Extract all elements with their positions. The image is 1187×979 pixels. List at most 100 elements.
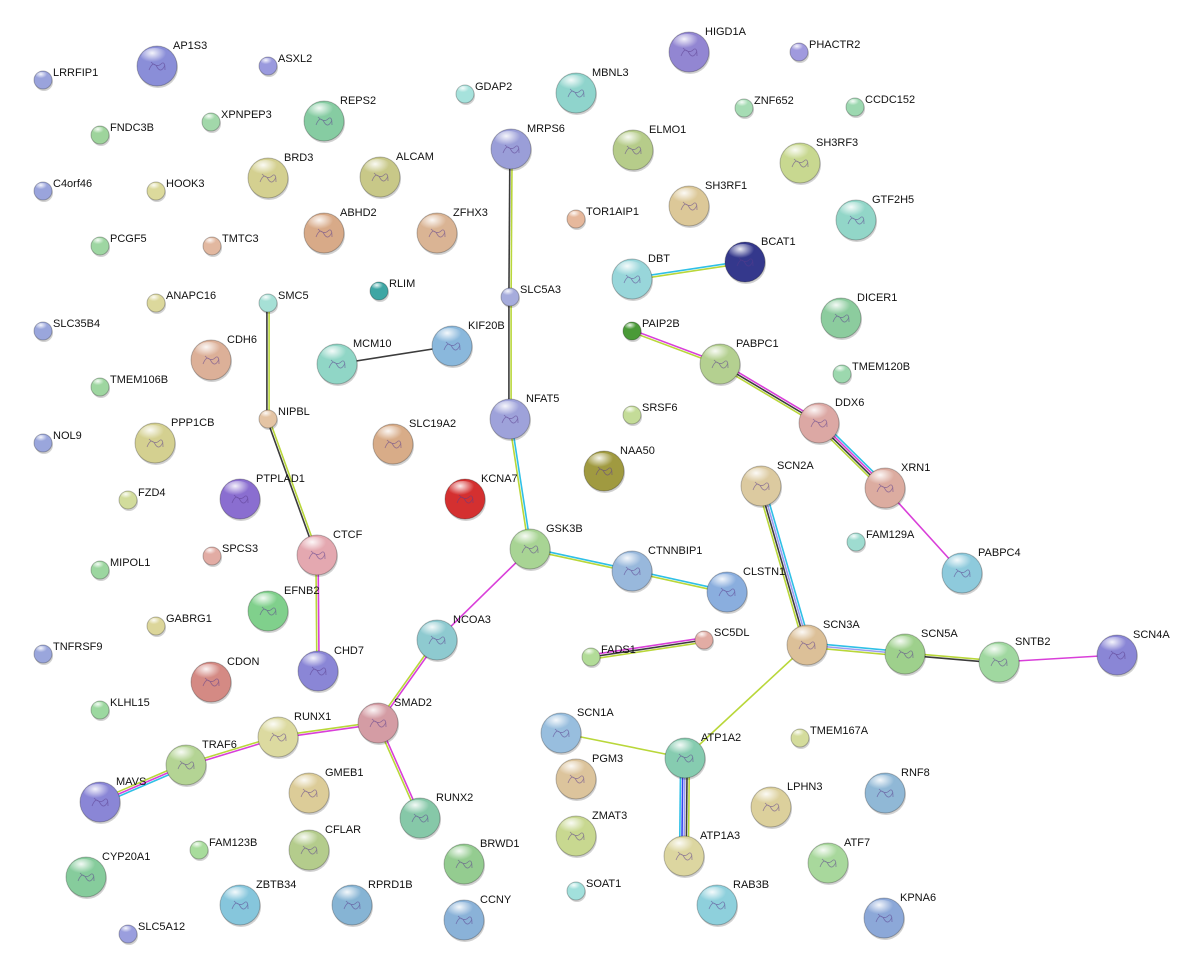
- node-ptplad1[interactable]: PTPLAD1: [219, 473, 305, 521]
- node-xrn1[interactable]: XRN1: [864, 462, 930, 510]
- node-bcat1[interactable]: BCAT1: [724, 236, 796, 284]
- node-mrps6[interactable]: MRPS6: [490, 123, 565, 171]
- node-lphn3[interactable]: LPHN3: [750, 781, 822, 829]
- node-nipbl[interactable]: NIPBL: [258, 406, 310, 430]
- node-scn3a[interactable]: SCN3A: [786, 619, 860, 667]
- node-higd1a[interactable]: HIGD1A: [668, 26, 747, 74]
- node-anapc16[interactable]: ANAPC16: [146, 290, 216, 314]
- node-rab3b[interactable]: RAB3B: [696, 879, 769, 927]
- node-dicer1[interactable]: DICER1: [820, 292, 897, 340]
- node-slc5a3[interactable]: SLC5A3: [500, 284, 561, 308]
- node-kpna6[interactable]: KPNA6: [863, 892, 936, 940]
- node-gmeb1[interactable]: GMEB1: [288, 767, 364, 815]
- node-klhl15[interactable]: KLHL15: [90, 697, 150, 721]
- node-atp1a3[interactable]: ATP1A3: [663, 830, 740, 878]
- node-mipol1[interactable]: MIPOL1: [90, 557, 150, 581]
- node-mbnl3[interactable]: MBNL3: [555, 67, 629, 115]
- node-zmat3[interactable]: ZMAT3: [555, 810, 627, 858]
- node-ccdc152[interactable]: CCDC152: [845, 94, 915, 118]
- edge-gsk3b-ncoa3[interactable]: [436, 548, 531, 641]
- node-soat1[interactable]: SOAT1: [566, 878, 621, 902]
- node-mcm10[interactable]: MCM10: [316, 338, 392, 386]
- node-nfat5[interactable]: NFAT5: [489, 393, 559, 441]
- node-kif20b[interactable]: KIF20B: [431, 320, 505, 368]
- node-cflar[interactable]: CFLAR: [288, 824, 361, 872]
- node-gdap2[interactable]: GDAP2: [455, 81, 512, 105]
- node-scn1a[interactable]: SCN1A: [540, 707, 614, 755]
- node-cyp20a1[interactable]: CYP20A1: [65, 851, 150, 899]
- node-ddx6[interactable]: DDX6: [798, 397, 864, 445]
- node-znf652[interactable]: ZNF652: [734, 95, 794, 119]
- node-runx2[interactable]: RUNX2: [399, 792, 473, 840]
- node-hook3[interactable]: HOOK3: [146, 178, 205, 202]
- node-ctcf[interactable]: CTCF: [296, 529, 363, 577]
- node-xpnpep3[interactable]: XPNPEP3: [201, 109, 272, 133]
- node-dbt[interactable]: DBT: [611, 253, 670, 301]
- node-alcam[interactable]: ALCAM: [359, 151, 434, 199]
- node-smc5[interactable]: SMC5: [258, 290, 309, 314]
- node-slc35b4[interactable]: SLC35B4: [33, 318, 100, 342]
- node-gsk3b[interactable]: GSK3B: [509, 523, 583, 571]
- node-srsf6[interactable]: SRSF6: [622, 402, 677, 426]
- node-asxl2[interactable]: ASXL2: [258, 53, 312, 77]
- node-gtf2h5[interactable]: GTF2H5: [835, 194, 914, 242]
- node-naa50[interactable]: NAA50: [583, 445, 655, 493]
- node-rprd1b[interactable]: RPRD1B: [331, 879, 413, 927]
- node-traf6[interactable]: TRAF6: [165, 739, 237, 787]
- node-brd3[interactable]: BRD3: [247, 152, 313, 200]
- node-tor1aip1[interactable]: TOR1AIP1: [566, 206, 639, 230]
- node-rnf8[interactable]: RNF8: [864, 767, 930, 815]
- node-scn5a[interactable]: SCN5A: [884, 628, 958, 676]
- node-lrrfip1[interactable]: LRRFIP1: [33, 67, 98, 91]
- node-slc5a12[interactable]: SLC5A12: [118, 921, 185, 945]
- node-paip2b[interactable]: PAIP2B: [622, 318, 680, 342]
- node-chd7[interactable]: CHD7: [297, 645, 364, 693]
- node-pcgf5[interactable]: PCGF5: [90, 233, 147, 257]
- node-abhd2[interactable]: ABHD2: [303, 207, 377, 255]
- node-cdh6[interactable]: CDH6: [190, 334, 257, 382]
- node-fndc3b[interactable]: FNDC3B: [90, 122, 154, 146]
- node-pabpc4[interactable]: PABPC4: [941, 547, 1021, 595]
- node-fzd4[interactable]: FZD4: [118, 487, 166, 511]
- node-ccny[interactable]: CCNY: [443, 894, 512, 942]
- node-rlim[interactable]: RLIM: [369, 278, 415, 302]
- node-fam123b[interactable]: FAM123B: [189, 837, 257, 861]
- edge-mrps6-slc5a3[interactable]: [508, 148, 513, 298]
- node-ppp1cb[interactable]: PPP1CB: [134, 417, 214, 465]
- node-pabpc1[interactable]: PABPC1: [699, 338, 779, 386]
- node-zfhx3[interactable]: ZFHX3: [416, 207, 488, 255]
- node-ctnnbip1[interactable]: CTNNBIP1: [611, 545, 702, 593]
- node-clstn1[interactable]: CLSTN1: [706, 566, 785, 614]
- node-phactr2[interactable]: PHACTR2: [789, 39, 860, 63]
- node-sh3rf1[interactable]: SH3RF1: [668, 180, 747, 228]
- node-zbtb34[interactable]: ZBTB34: [219, 879, 296, 927]
- node-tmem106b[interactable]: TMEM106B: [90, 374, 168, 398]
- node-tmem167a[interactable]: TMEM167A: [790, 725, 869, 749]
- node-elmo1[interactable]: ELMO1: [612, 124, 686, 172]
- node-ncoa3[interactable]: NCOA3: [416, 614, 491, 662]
- node-atp1a2[interactable]: ATP1A2: [664, 732, 741, 780]
- node-kcna7[interactable]: KCNA7: [444, 473, 518, 521]
- node-fam129a[interactable]: FAM129A: [846, 529, 915, 553]
- edge-fads1-sc5dl[interactable]: [590, 637, 705, 660]
- node-cdon[interactable]: CDON: [190, 656, 259, 704]
- edge-scn1a-atp1a2[interactable]: [560, 732, 686, 759]
- node-brwd1[interactable]: BRWD1: [443, 838, 520, 886]
- edge-smc5-nipbl[interactable]: [266, 303, 270, 419]
- node-nol9[interactable]: NOL9: [33, 430, 82, 454]
- node-sh3rf3[interactable]: SH3RF3: [779, 137, 858, 185]
- edge-nfat5-gsk3b[interactable]: [508, 418, 532, 550]
- node-c4orf46[interactable]: C4orf46: [33, 178, 92, 202]
- edge-scn3a-atp1a2[interactable]: [684, 644, 808, 759]
- node-ap1s3[interactable]: AP1S3: [136, 40, 207, 88]
- node-runx1[interactable]: RUNX1: [257, 711, 331, 759]
- node-sc5dl[interactable]: SC5DL: [694, 627, 749, 651]
- node-pgm3[interactable]: PGM3: [555, 753, 623, 801]
- node-tmem120b[interactable]: TMEM120B: [832, 361, 910, 385]
- node-tnfrsf9[interactable]: TNFRSF9: [33, 641, 103, 665]
- node-atf7[interactable]: ATF7: [807, 837, 870, 885]
- node-smad2[interactable]: SMAD2: [357, 697, 432, 745]
- edge-nipbl-ctcf[interactable]: [266, 418, 319, 556]
- node-tmtc3[interactable]: TMTC3: [202, 233, 259, 257]
- node-scn4a[interactable]: SCN4A: [1096, 629, 1170, 677]
